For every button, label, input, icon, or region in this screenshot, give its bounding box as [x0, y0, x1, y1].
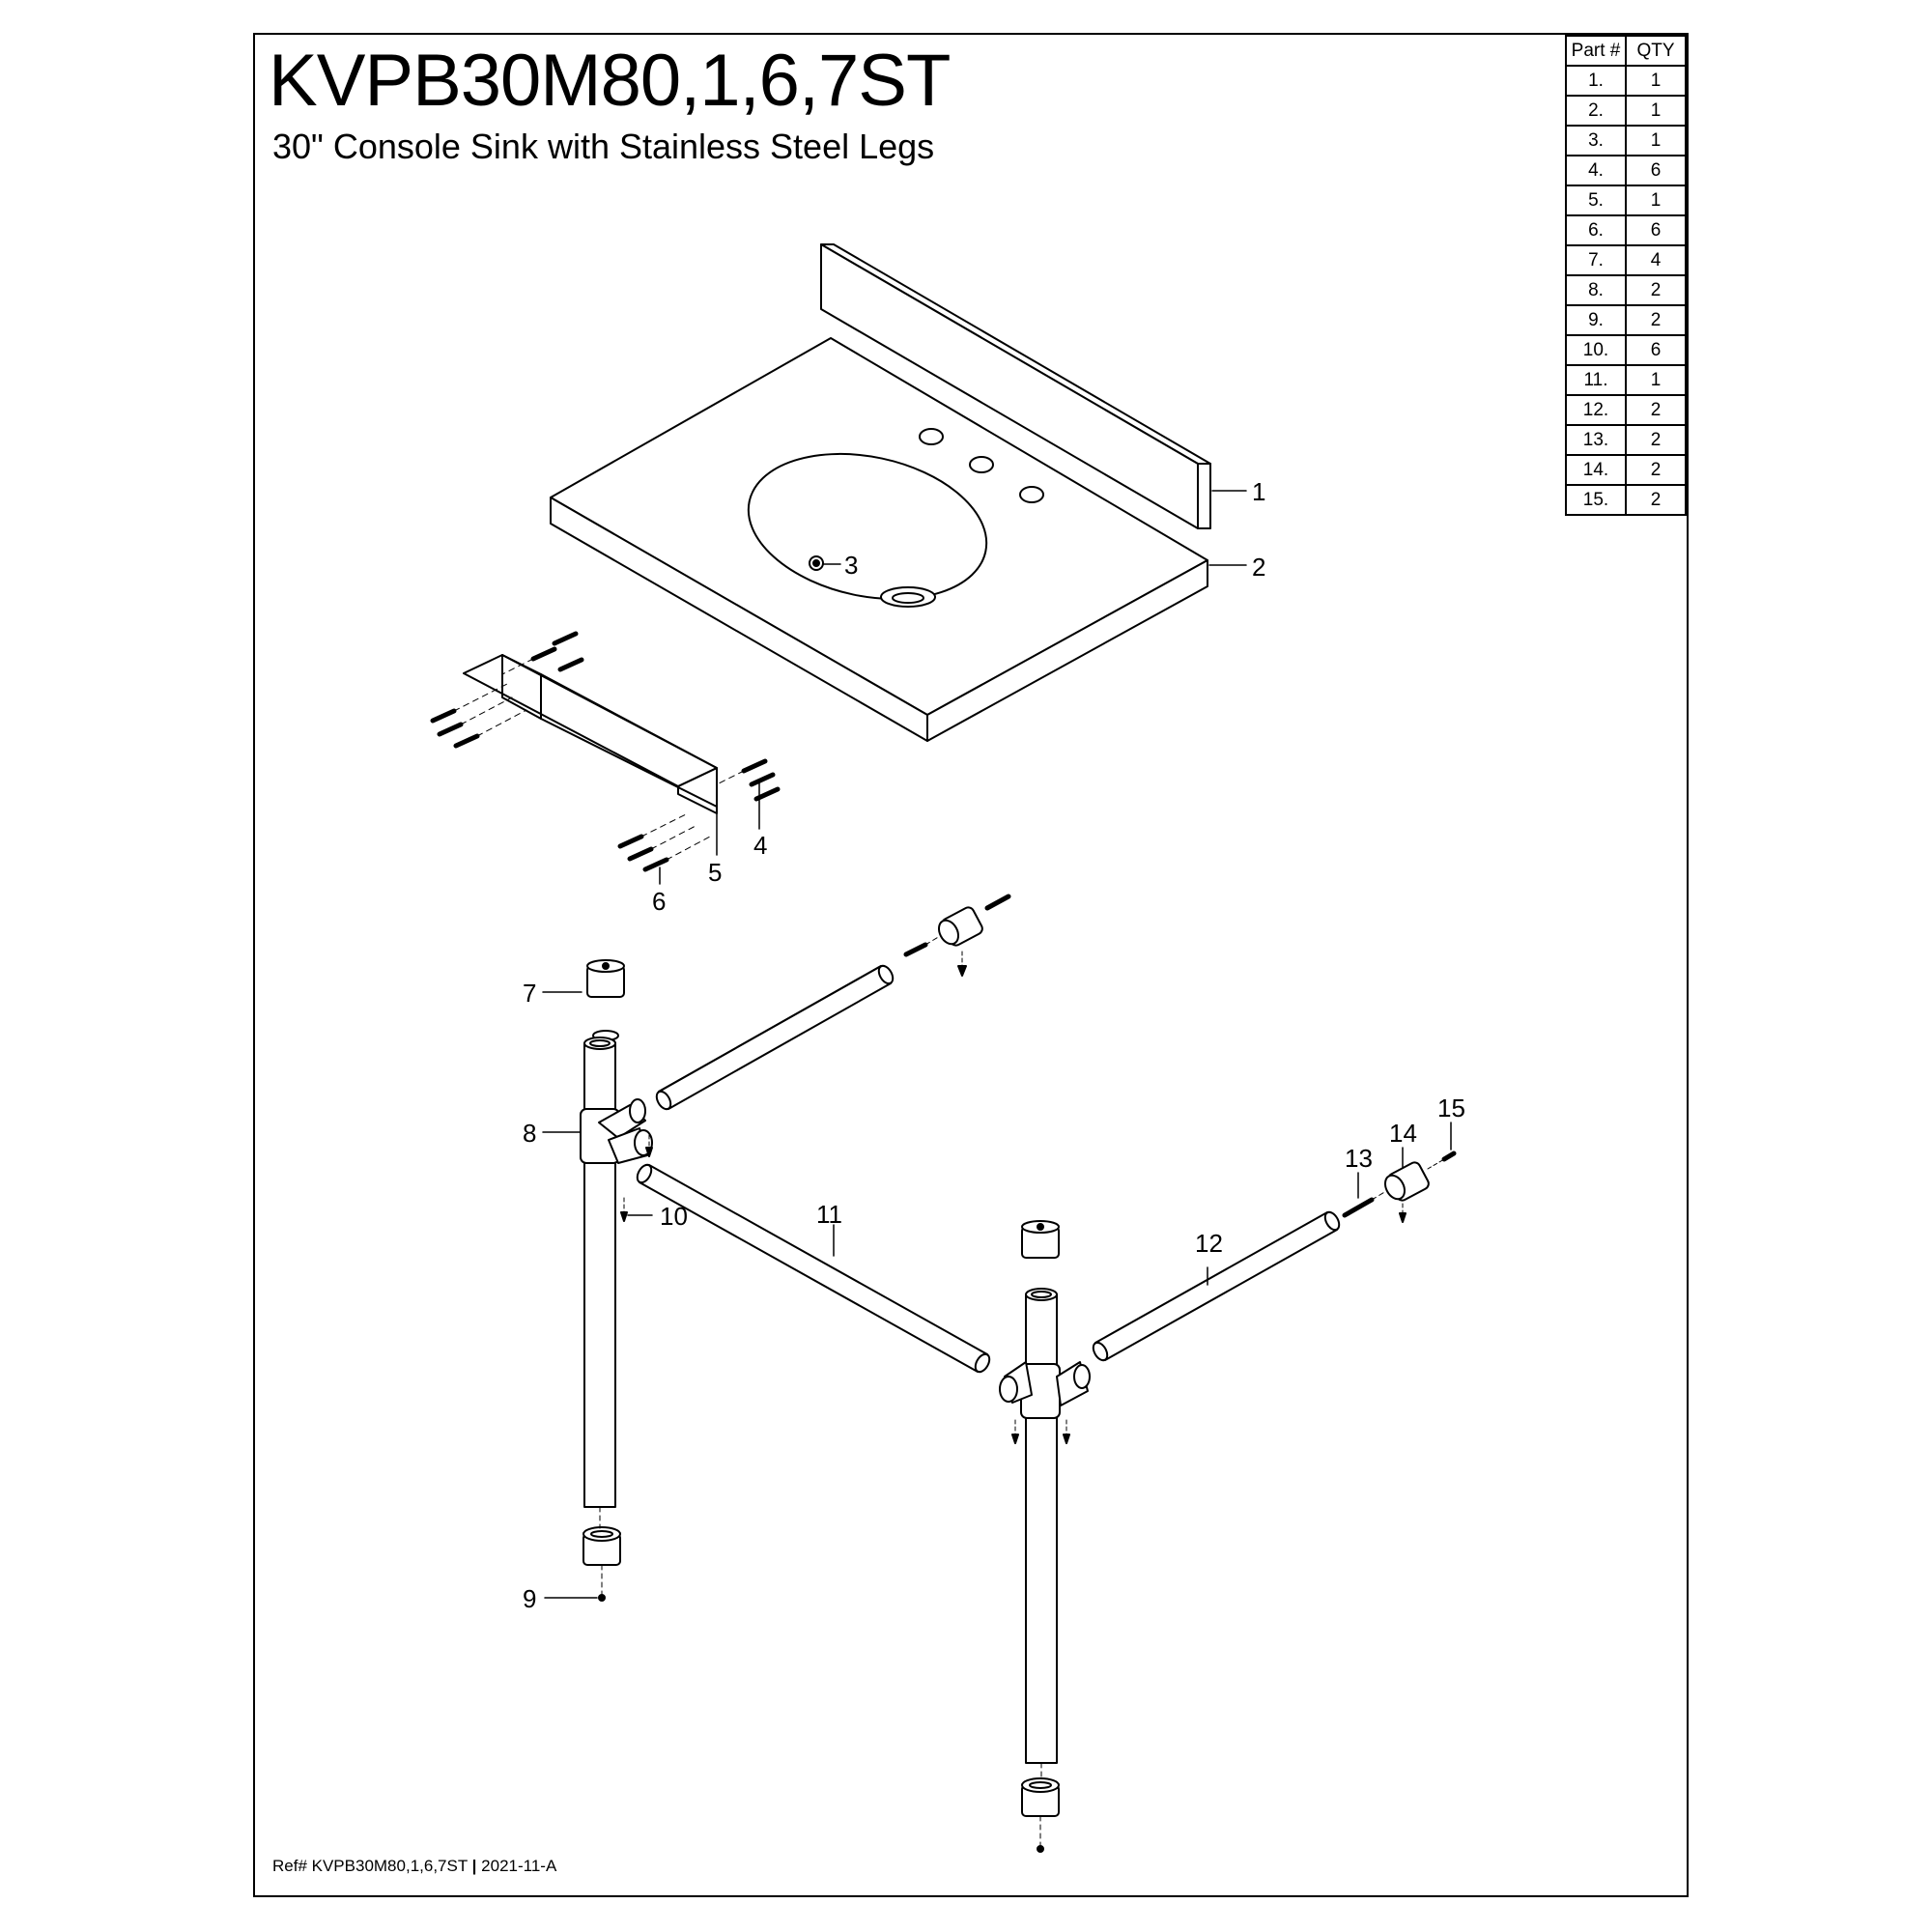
callout-3: 3: [844, 551, 858, 580]
callout-12: 12: [1195, 1229, 1223, 1258]
overflow-ring-icon: [809, 555, 824, 571]
rear-rail-upper: [655, 894, 1011, 1111]
part-number-cell: 11.: [1565, 364, 1627, 396]
table-row: 13.2: [1565, 424, 1687, 456]
side-rail-11: [636, 1163, 991, 1374]
part-number-cell: 7.: [1565, 244, 1627, 276]
part-number-cell: 6.: [1565, 214, 1627, 246]
table-row: 14.2: [1565, 454, 1687, 486]
callout-6: 6: [652, 887, 666, 916]
quantity-cell: 2: [1625, 484, 1687, 516]
callout-2: 2: [1252, 553, 1265, 582]
part-number-cell: 4.: [1565, 155, 1627, 186]
backsplash: [820, 243, 1211, 529]
quantity-cell: 6: [1625, 214, 1687, 246]
quantity-cell: 1: [1625, 185, 1687, 216]
table-row: 8.2: [1565, 274, 1687, 306]
header-qty: QTY: [1625, 35, 1687, 67]
quantity-cell: 6: [1625, 155, 1687, 186]
drawing-frame: [253, 33, 1689, 1897]
table-row: 5.1: [1565, 185, 1687, 216]
callout-numbers: 1 2 3 4 5 6 7 8 10 11 12 9 13 14 15: [523, 477, 1465, 1613]
callout-15: 15: [1437, 1094, 1465, 1122]
part-number-cell: 14.: [1565, 454, 1627, 486]
part-number-cell: 8.: [1565, 274, 1627, 306]
mounting-bracket: [463, 654, 718, 814]
page-subtitle: 30" Console Sink with Stainless Steel Le…: [272, 127, 935, 166]
callout-10: 10: [660, 1202, 688, 1231]
reference-number: Ref# KVPB30M80,1,6,7ST: [272, 1857, 468, 1875]
quantity-cell: 1: [1625, 95, 1687, 127]
callout-8: 8: [523, 1119, 536, 1148]
callout-7: 7: [523, 979, 536, 1008]
revision-code: 2021-11-A: [481, 1857, 557, 1875]
table-row: 4.6: [1565, 155, 1687, 186]
table-row: 15.2: [1565, 484, 1687, 516]
quantity-cell: 2: [1625, 304, 1687, 336]
quantity-cell: 1: [1625, 65, 1687, 97]
joint-screws-10: [620, 1134, 653, 1222]
part-number-cell: 1.: [1565, 65, 1627, 97]
parts-table-header: Part # QTY: [1565, 35, 1687, 67]
left-leg: [580, 959, 653, 1602]
quantity-cell: 2: [1625, 454, 1687, 486]
bracket-screws: [430, 631, 781, 872]
quantity-cell: 1: [1625, 125, 1687, 156]
callout-11: 11: [816, 1200, 842, 1229]
quantity-cell: 4: [1625, 244, 1687, 276]
header-part: Part #: [1565, 35, 1627, 67]
part-number-cell: 10.: [1565, 334, 1627, 366]
callout-4: 4: [753, 831, 767, 860]
table-row: 10.6: [1565, 334, 1687, 366]
table-row: 1.1: [1565, 65, 1687, 97]
page-title: KVPB30M80,1,6,7ST: [269, 40, 951, 122]
callout-14: 14: [1389, 1119, 1417, 1148]
vanity-top: [550, 337, 1208, 742]
screw-guide-lines: [453, 658, 745, 861]
table-row: 3.1: [1565, 125, 1687, 156]
part-number-cell: 13.: [1565, 424, 1627, 456]
right-leg: [999, 1220, 1091, 1853]
callout-1: 1: [1252, 477, 1265, 506]
quantity-cell: 2: [1625, 394, 1687, 426]
part-number-cell: 2.: [1565, 95, 1627, 127]
table-row: 12.2: [1565, 394, 1687, 426]
part-number-cell: 5.: [1565, 185, 1627, 216]
side-rail-12: [1092, 1210, 1341, 1362]
table-row: 2.1: [1565, 95, 1687, 127]
quantity-cell: 6: [1625, 334, 1687, 366]
reference-separator: |: [471, 1857, 477, 1875]
reference-footer: Ref# KVPB30M80,1,6,7ST | 2021-11-A: [272, 1857, 556, 1876]
callout-13: 13: [1345, 1144, 1373, 1173]
rail-end-parts: [1342, 1151, 1457, 1223]
table-row: 9.2: [1565, 304, 1687, 336]
quantity-cell: 2: [1625, 424, 1687, 456]
quantity-cell: 2: [1625, 274, 1687, 306]
part-number-cell: 9.: [1565, 304, 1627, 336]
part-number-cell: 12.: [1565, 394, 1627, 426]
quantity-cell: 1: [1625, 364, 1687, 396]
table-row: 7.4: [1565, 244, 1687, 276]
callout-leaders: [542, 490, 1452, 1599]
callout-5: 5: [708, 858, 722, 887]
table-row: 6.6: [1565, 214, 1687, 246]
part-number-cell: 3.: [1565, 125, 1627, 156]
table-row: 11.1: [1565, 364, 1687, 396]
part-number-cell: 15.: [1565, 484, 1627, 516]
callout-9: 9: [523, 1584, 536, 1613]
